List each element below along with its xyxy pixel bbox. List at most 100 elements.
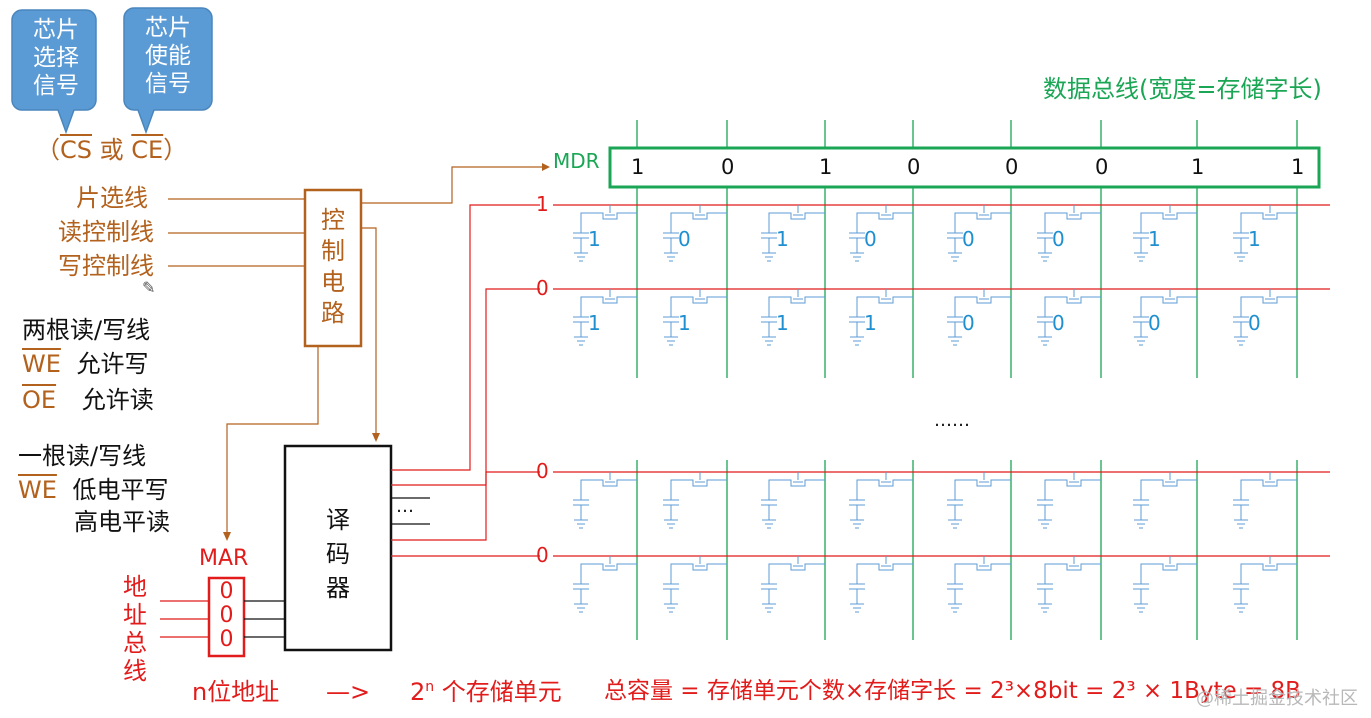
mdr-box bbox=[608, 146, 1321, 189]
one-line-title: 一根读/写线 bbox=[18, 442, 147, 470]
cell-bit: 0 bbox=[1052, 227, 1065, 251]
memory-cell bbox=[761, 556, 825, 613]
write-control-line-label: 写控制线 bbox=[58, 252, 154, 280]
oe-note: OE 允许读 bbox=[22, 388, 154, 412]
mdr-bit: 0 bbox=[1005, 155, 1019, 179]
memory-cell bbox=[1133, 205, 1197, 262]
cell-bit: 1 bbox=[678, 311, 691, 335]
mar-bit: 0 bbox=[219, 603, 234, 628]
memory-cell bbox=[1233, 556, 1297, 613]
n-bit-address: n位地址 bbox=[192, 678, 280, 706]
address-bus-char: 地 bbox=[123, 573, 147, 601]
memory-cell bbox=[849, 556, 913, 613]
ce-bubble-line: 芯片 bbox=[145, 15, 191, 41]
memory-cell bbox=[947, 556, 1011, 613]
storage-units-text: 2n 个存储单元 bbox=[410, 680, 562, 704]
oe-desc: 允许读 bbox=[81, 386, 154, 414]
we2-note: WE 低电平写 bbox=[18, 478, 169, 502]
arrow-text: —> bbox=[326, 678, 371, 706]
cs-ce-label: （CS 或 CE） bbox=[36, 138, 187, 162]
decoder-label: 译 码 器 bbox=[285, 503, 391, 605]
memory-cell bbox=[849, 205, 913, 262]
cs-bubble-line: 信号 bbox=[33, 73, 79, 99]
we2-desc: 低电平写 bbox=[72, 476, 169, 504]
control-circuit-label: 控 制 电 路 bbox=[305, 205, 361, 329]
memory-cell bbox=[663, 205, 727, 262]
ce-signal: CE bbox=[131, 136, 164, 164]
mar-bit: 0 bbox=[219, 579, 234, 604]
cell-bit: 0 bbox=[1148, 311, 1161, 335]
address-lines bbox=[160, 600, 209, 638]
address-bus-char: 址 bbox=[123, 601, 147, 629]
cell-bit: 0 bbox=[678, 227, 691, 251]
oe-signal: OE bbox=[22, 386, 57, 414]
decoder-box bbox=[283, 444, 393, 652]
data-bus-label: 数据总线(宽度=存储字长) bbox=[1043, 75, 1322, 103]
ce-bubble-line: 使能 bbox=[145, 43, 191, 69]
decoder-char: 码 bbox=[326, 540, 350, 568]
pencil-icon: ✎ bbox=[142, 278, 156, 297]
mdr-bit: 1 bbox=[1191, 155, 1205, 179]
cell-bit: 1 bbox=[1148, 227, 1161, 251]
memory-cell bbox=[573, 556, 637, 613]
rows-ellipsis: …… bbox=[934, 410, 970, 431]
mdr-bit: 0 bbox=[1095, 155, 1109, 179]
cell-bit: 0 bbox=[1052, 311, 1065, 335]
decoder-char: 译 bbox=[326, 506, 350, 534]
watermark: @稀土掘金技术社区 bbox=[1196, 688, 1358, 709]
memory-cell bbox=[573, 472, 637, 529]
row-select-bit: 0 bbox=[536, 276, 549, 300]
cell-bit: 0 bbox=[962, 227, 975, 251]
cell-bit: 1 bbox=[776, 311, 789, 335]
decoder-char: 器 bbox=[326, 574, 350, 602]
mar-box bbox=[207, 576, 246, 658]
paren-open: （ bbox=[36, 136, 60, 164]
we2-desc2: 高电平读 bbox=[74, 508, 170, 536]
mdr-bit: 0 bbox=[721, 155, 735, 179]
cs-signal: CS bbox=[60, 136, 92, 164]
units-text: 个存储单元 bbox=[434, 678, 562, 706]
memory-cell bbox=[947, 472, 1011, 529]
cs-bubble-line: 芯片 bbox=[33, 17, 79, 43]
address-bus-char: 线 bbox=[123, 657, 147, 685]
ce-bubble-line: 信号 bbox=[145, 71, 191, 97]
mdr-bit: 0 bbox=[907, 155, 921, 179]
memory-cell bbox=[849, 472, 913, 529]
memory-cell bbox=[849, 289, 913, 346]
control-circuit-char: 电 bbox=[321, 268, 345, 296]
cell-bit: 1 bbox=[588, 227, 601, 251]
we2-signal: WE bbox=[18, 476, 57, 504]
control-circuit-char: 控 bbox=[321, 206, 345, 234]
mdr-bit: 1 bbox=[819, 155, 833, 179]
mdr-bit: 1 bbox=[1291, 155, 1305, 179]
row-select-bit: 1 bbox=[536, 192, 549, 216]
memory-cell bbox=[1037, 556, 1101, 613]
read-control-line-label: 读控制线 bbox=[58, 218, 154, 246]
chip-select-line-label: 片选线 bbox=[76, 184, 148, 212]
ce-bubble: 芯片 使能 信号 bbox=[128, 14, 208, 98]
we-note: WE 允许写 bbox=[22, 352, 149, 376]
cs-bubble: 芯片 选择 信号 bbox=[16, 16, 96, 100]
memory-cell bbox=[947, 289, 1011, 346]
control-circuit-box bbox=[303, 188, 363, 348]
or-text: 或 bbox=[99, 136, 124, 164]
mdr-label: MDR bbox=[553, 149, 600, 173]
address-bus-char: 总 bbox=[123, 629, 147, 657]
memory-cell bbox=[663, 472, 727, 529]
memory-cell bbox=[1037, 472, 1101, 529]
cell-bit: 1 bbox=[1248, 227, 1261, 251]
ce-bubble-shape bbox=[123, 7, 213, 135]
memory-cell bbox=[1133, 472, 1197, 529]
mdr-bit: 1 bbox=[631, 155, 645, 179]
cell-bit: 0 bbox=[1248, 311, 1261, 335]
memory-cell bbox=[761, 205, 825, 262]
we-desc: 允许写 bbox=[76, 350, 149, 378]
cs-bubble-line: 选择 bbox=[33, 45, 79, 71]
cell-bit: 1 bbox=[776, 227, 789, 251]
units-exp: n bbox=[425, 679, 435, 695]
memory-cell bbox=[1233, 472, 1297, 529]
memory-cell bbox=[1133, 556, 1197, 613]
cell-bit: 0 bbox=[962, 311, 975, 335]
cs-bubble-shape bbox=[11, 9, 97, 135]
